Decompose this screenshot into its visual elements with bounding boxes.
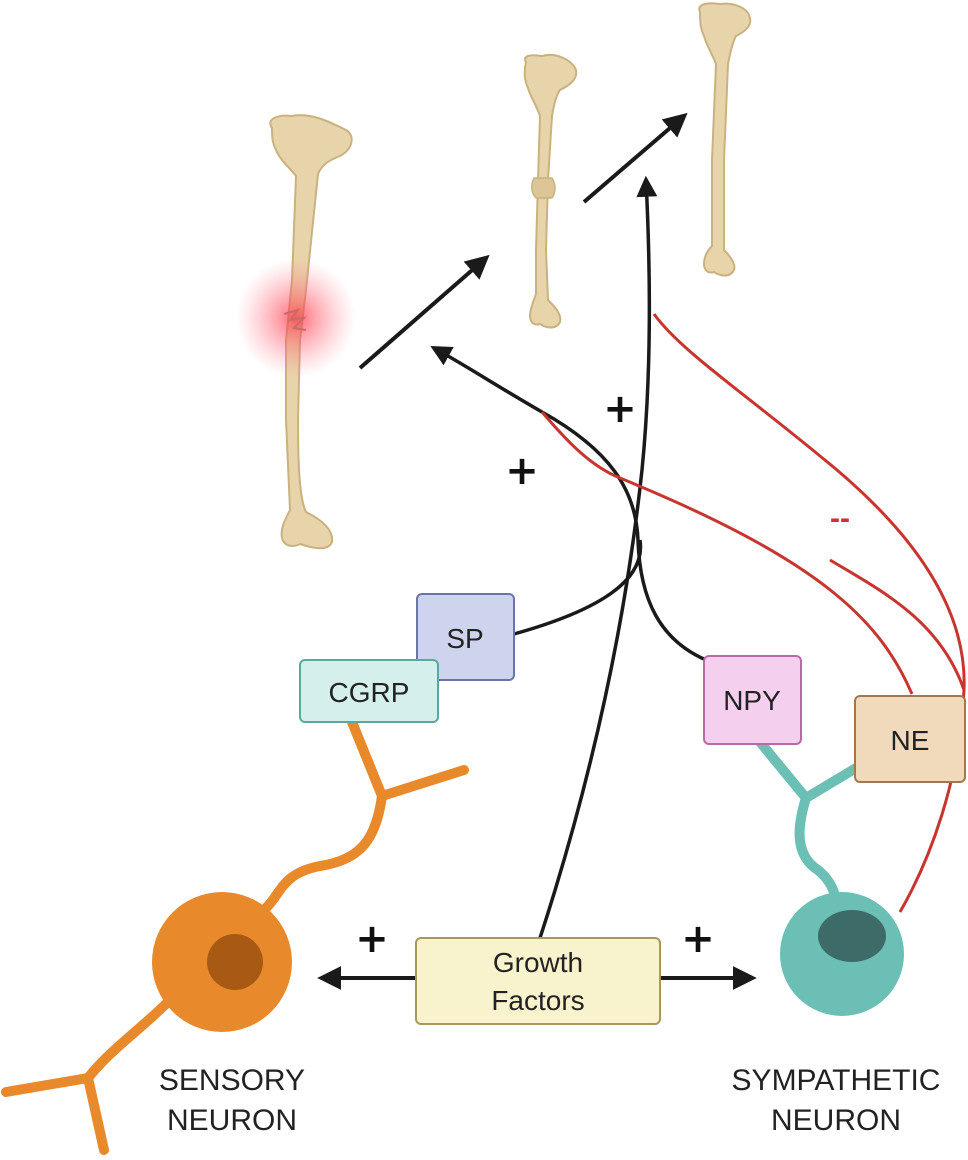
npy-label: NPY — [723, 685, 781, 716]
healed-bone — [698, 2, 752, 277]
minus-sign-inhibit: -- — [830, 502, 850, 535]
callus-icon — [531, 177, 556, 199]
ne-label: NE — [891, 725, 930, 756]
sensory-label-line2: NEURON — [167, 1104, 297, 1137]
growth-factor-pathway — [538, 175, 658, 939]
sympathetic-label-line1: SYMPATHETIC — [732, 1064, 941, 1097]
progress-arrow-2 — [582, 112, 688, 204]
plus-sign-center: + — [603, 386, 637, 432]
sp-label: SP — [446, 623, 483, 654]
ne-inhibit-path-3 — [829, 558, 966, 691]
npy-box: NPY — [703, 655, 802, 745]
plus-sign-sp: + — [505, 448, 539, 494]
plus-sign-sympathetic: + — [681, 916, 715, 962]
fractured-bone — [236, 114, 356, 550]
sympathetic-nucleus — [818, 910, 886, 962]
fracture-crack-icon — [283, 308, 307, 331]
progress-arrow-1 — [358, 254, 490, 370]
sensory-nucleus — [207, 934, 263, 990]
ne-inhibit-path-2 — [652, 313, 966, 913]
cgrp-label: CGRP — [329, 677, 410, 708]
ne-inhibit-path-1 — [540, 411, 914, 695]
plus-sign-sensory: + — [355, 916, 389, 962]
sensory-dendrite — [259, 717, 469, 915]
ne-box: NE — [854, 695, 966, 783]
sympathetic-label-line2: NEURON — [771, 1104, 901, 1137]
sympathetic-dendrite — [755, 737, 861, 905]
growth-factors-line1: Growth — [493, 947, 583, 978]
growth-factors-box: Growth Factors — [415, 937, 661, 1025]
sp-box: SP — [416, 593, 515, 681]
sensory-neuron — [1, 717, 469, 1155]
sympathetic-neuron — [755, 737, 904, 1016]
healing-bone — [523, 54, 578, 329]
fracture-glow — [236, 258, 356, 378]
growth-factors-line2: Factors — [491, 985, 584, 1016]
sensory-label-line1: SENSORY — [159, 1064, 305, 1097]
cgrp-box: CGRP — [299, 659, 439, 723]
sensory-axon — [1, 995, 175, 1155]
